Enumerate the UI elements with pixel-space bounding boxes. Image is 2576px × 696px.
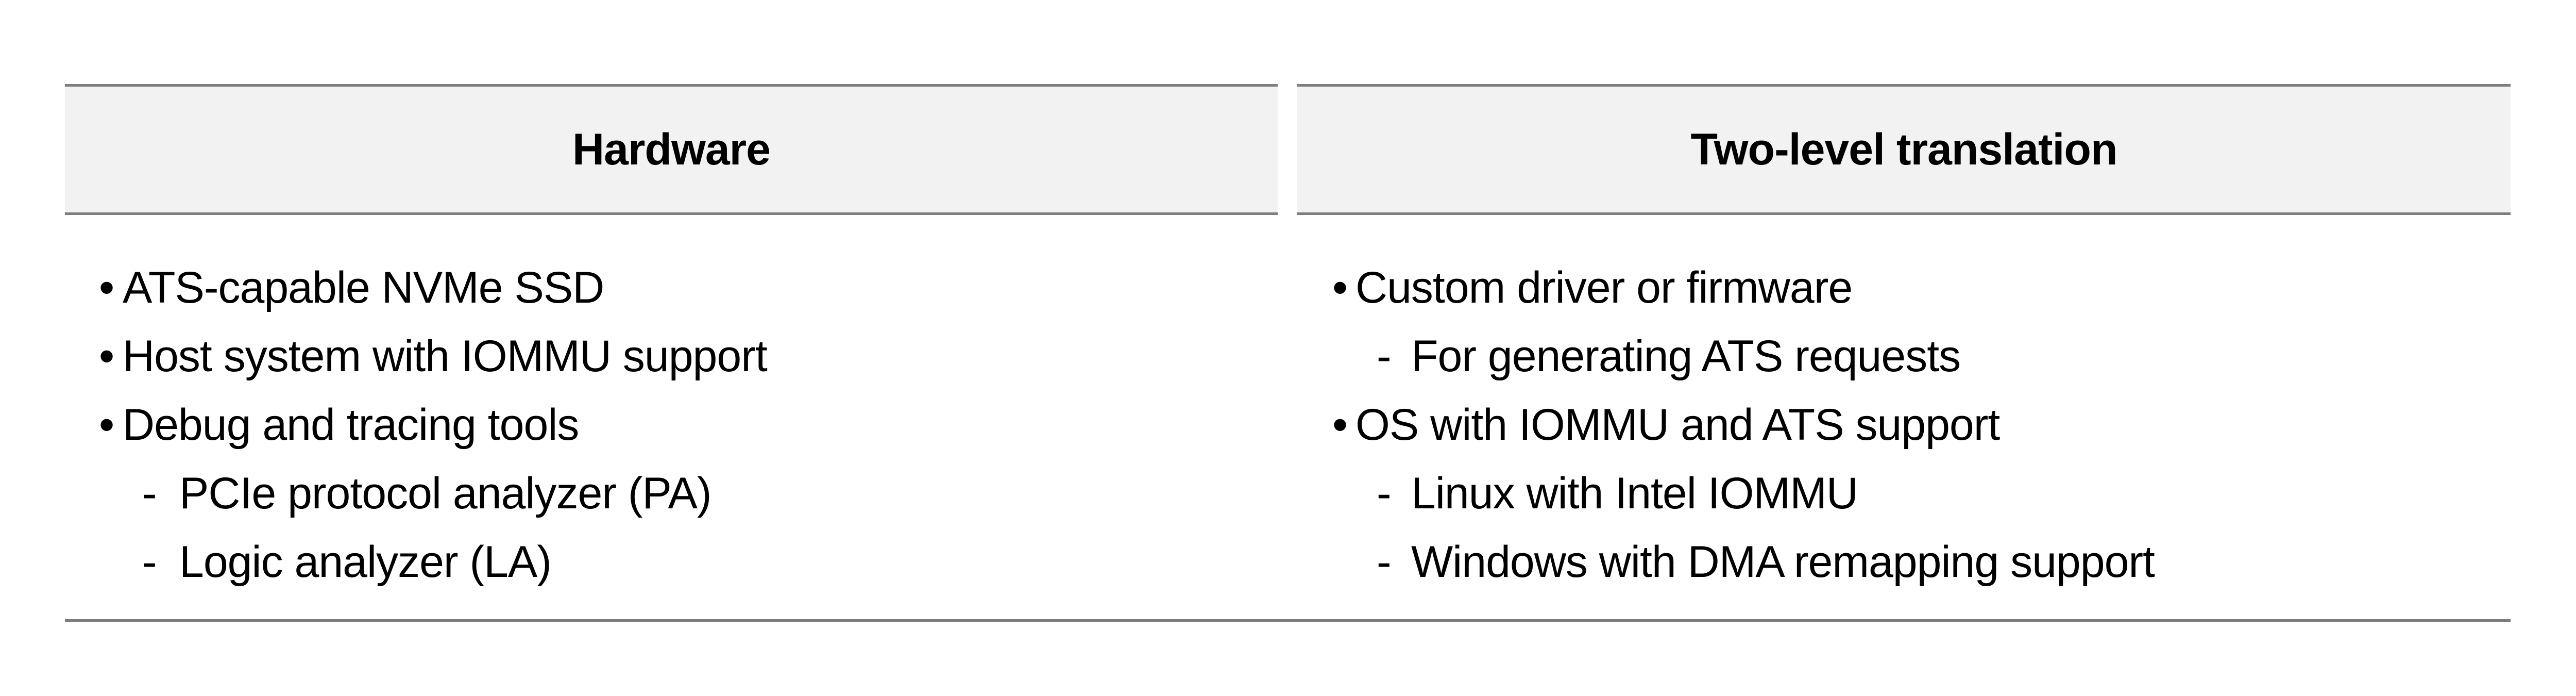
bullet-marker: • — [1332, 263, 1348, 312]
column-hardware: Hardware — [65, 84, 1278, 215]
dash-marker: - — [142, 469, 157, 518]
list-item: • Host system with IOMMU support — [99, 332, 768, 381]
column-two-level-translation: Two-level translation — [1297, 84, 2511, 215]
list-item: • Debug and tracing tools — [99, 400, 579, 450]
dash-marker: - — [142, 537, 157, 587]
bullet-marker: • — [99, 263, 114, 312]
list-item-text: Debug and tracing tools — [123, 400, 579, 450]
bullet-marker: • — [1332, 400, 1348, 450]
list-item-text: Windows with DMA remapping support — [1411, 537, 2155, 587]
list-item-text: OS with IOMMU and ATS support — [1355, 400, 2000, 450]
column-header-label: Hardware — [572, 125, 771, 174]
list-subitem: - Logic analyzer (LA) — [142, 537, 552, 587]
list-item-text: Linux with Intel IOMMU — [1411, 469, 1858, 518]
list-subitem: - PCIe protocol analyzer (PA) — [142, 469, 712, 518]
dash-marker: - — [1377, 469, 1392, 518]
list-subitem: - For generating ATS requests — [1377, 332, 1961, 381]
column-header: Two-level translation — [1297, 84, 2511, 215]
table-bottom-rule — [65, 619, 2511, 622]
bullet-marker: • — [99, 400, 114, 450]
list-item: • Custom driver or firmware — [1332, 263, 1853, 312]
list-item-text: Logic analyzer (LA) — [179, 537, 552, 587]
dash-marker: - — [1377, 537, 1392, 587]
list-item-text: PCIe protocol analyzer (PA) — [179, 469, 712, 518]
list-item-text: ATS-capable NVMe SSD — [123, 263, 604, 312]
bullet-marker: • — [99, 332, 114, 381]
list-item: • ATS-capable NVMe SSD — [99, 263, 604, 312]
list-subitem: - Windows with DMA remapping support — [1377, 537, 2155, 587]
list-item-text: For generating ATS requests — [1411, 332, 1961, 381]
list-item-text: Custom driver or firmware — [1355, 263, 1853, 312]
list-subitem: - Linux with Intel IOMMU — [1377, 469, 1858, 518]
column-header: Hardware — [65, 84, 1278, 215]
list-item: • OS with IOMMU and ATS support — [1332, 400, 2000, 450]
dash-marker: - — [1377, 332, 1392, 381]
column-header-label: Two-level translation — [1690, 125, 2118, 174]
list-item-text: Host system with IOMMU support — [123, 332, 768, 381]
